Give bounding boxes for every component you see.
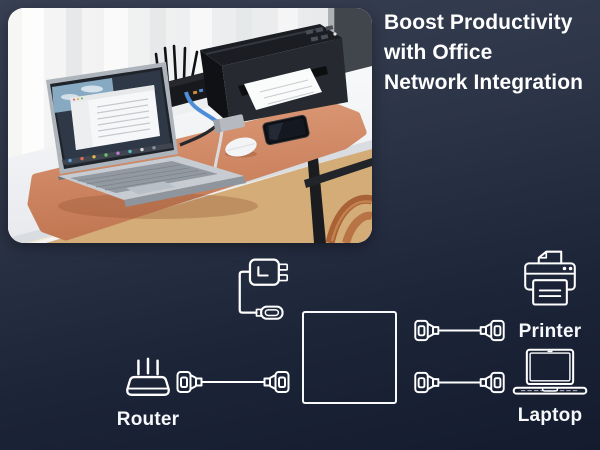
mouse-photo [225,137,257,158]
router-node: Router [110,356,186,431]
laptop-icon [512,348,588,395]
headline-line-3: Network Integration [384,71,584,94]
router-label: Router [116,409,180,430]
ethernet-cable-icon-bottom-right [412,370,507,400]
printer-control-panel [305,25,337,42]
usb-c-to-ethernet-adapter-icon [234,255,292,340]
desk-photo [8,8,372,243]
laptop-label: Laptop [517,405,583,426]
desk-scene-illustration [8,8,372,243]
hub-placeholder-square [302,311,397,404]
headline-line-1: Boost Productivity [384,11,573,34]
phone-photo [262,114,310,146]
router-icon [126,357,170,396]
printer-node: Printer [505,249,595,343]
printer-label: Printer [518,321,582,342]
printer-icon [524,250,576,306]
headline-line-2: with Office [384,41,493,64]
laptop-photo [46,62,246,207]
chair-photo [325,194,372,243]
ethernet-cable-icon-top-right [412,318,507,348]
printer-photo [200,24,348,124]
laptop-node: Laptop [503,347,597,427]
headline: Boost Productivity with Office Network I… [384,8,598,98]
dock-icons [68,146,156,163]
ethernet-cable-icon-left [176,369,290,400]
